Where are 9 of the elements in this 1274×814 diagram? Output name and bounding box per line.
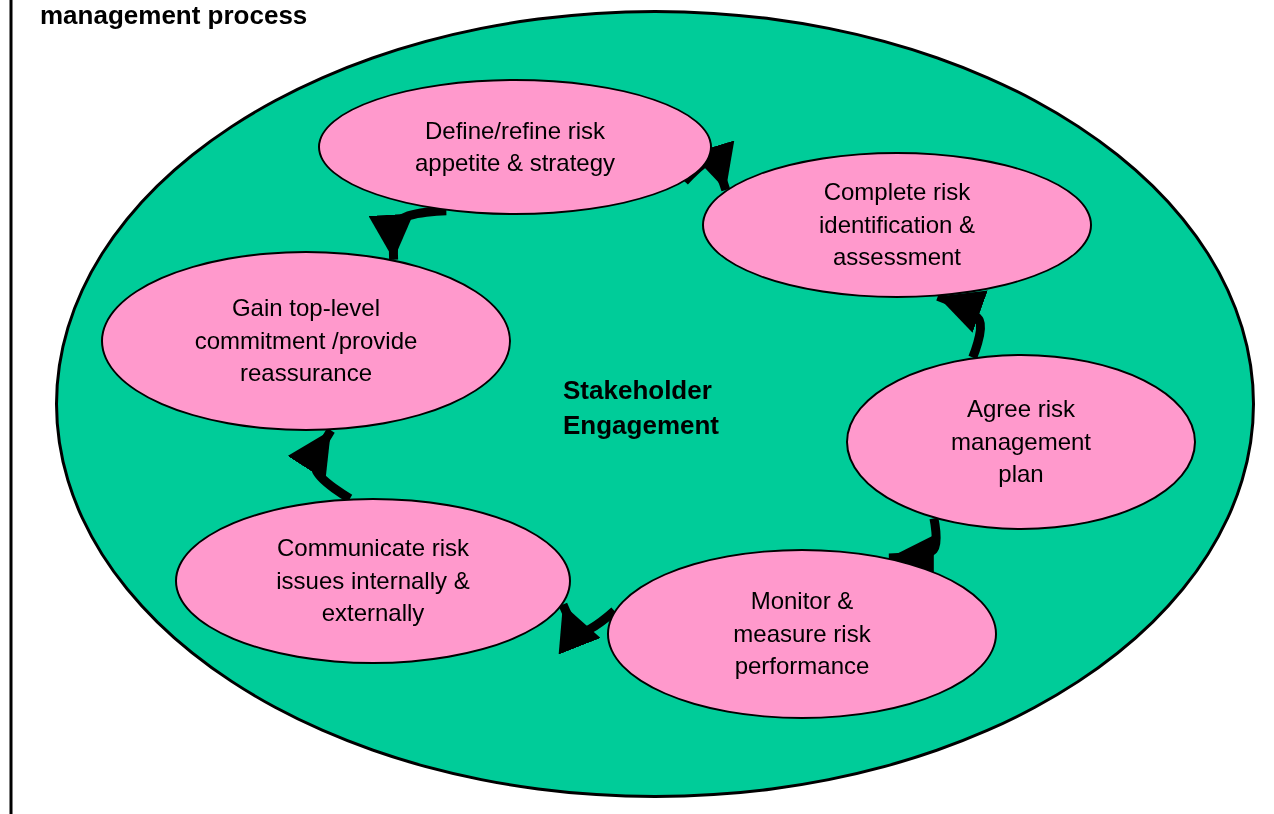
step-label: Agree risk management plan xyxy=(949,394,1093,490)
step-label: Monitor & measure risk performance xyxy=(732,586,872,682)
step-label: Complete risk identification & assessment xyxy=(817,177,977,273)
step-label: Communicate risk issues internally & externally xyxy=(275,533,471,629)
step-label: Define/refine risk appetite & strategy xyxy=(413,115,617,178)
center-label: Stakeholder Engagement xyxy=(563,374,721,443)
arrow xyxy=(368,206,447,260)
title: management process xyxy=(40,0,308,31)
step-label: Gain top-level commitment /provide reassurance xyxy=(193,293,419,389)
